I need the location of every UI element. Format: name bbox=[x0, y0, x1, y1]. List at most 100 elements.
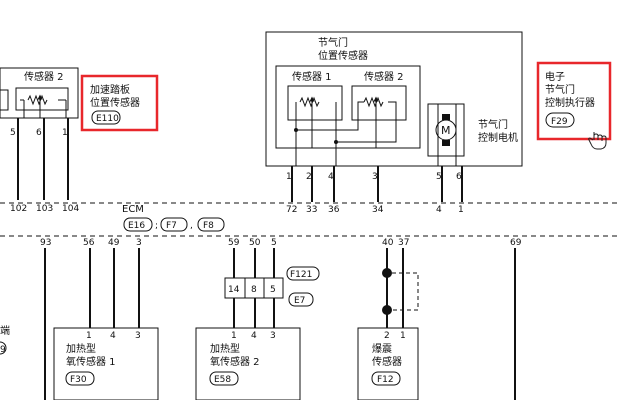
knock-pin-1: 2 bbox=[384, 331, 390, 341]
ecm-conn-badge-3 bbox=[197, 217, 225, 232]
motor-label-line1: 节气门 bbox=[478, 118, 508, 131]
accelerator-name-line1: 加速踏板 bbox=[90, 83, 130, 96]
accel-ecm-pin-3: 104 bbox=[62, 204, 79, 214]
o2-sensor1-box bbox=[53, 327, 159, 400]
ecm-label-group: ECM E16 ; F7 , F8 bbox=[122, 204, 225, 232]
knock-sensor: 2 1 爆震 传感器 F12 bbox=[357, 327, 419, 400]
throttle-sensor1-label: 传感器 1 bbox=[292, 70, 332, 83]
motor-pin-1: 5 bbox=[436, 172, 442, 182]
knock-shield-dashed bbox=[392, 272, 419, 311]
throttle-ecm-pin-3: 36 bbox=[328, 205, 340, 215]
throttle-title-line1: 节气门 bbox=[318, 36, 348, 49]
throttle-pot1-resistor bbox=[299, 96, 320, 108]
knock-sensor-box bbox=[357, 327, 419, 400]
o2s1-code-badge bbox=[65, 371, 95, 386]
knock-pin-2: 1 bbox=[400, 331, 406, 341]
actuator-highlight: 电子 节气门 控制执行器 F29 bbox=[536, 61, 612, 141]
ecm-bottom-pins: 93 56 49 3 59 50 5 40 37 69 bbox=[40, 238, 522, 248]
junction-badge-1 bbox=[286, 266, 320, 281]
hand-cursor-icon bbox=[588, 132, 607, 150]
ecm-pin-59: 59 bbox=[228, 238, 240, 248]
ecm-connector-1: E16 bbox=[128, 221, 145, 231]
ecm-pin-69: 69 bbox=[510, 238, 522, 248]
motor-ecm-pin-1: 4 bbox=[436, 205, 442, 215]
accelerator-sensor-label: 传感器 2 bbox=[24, 70, 64, 83]
actuator-line1: 电子 bbox=[545, 70, 565, 83]
throttle-ecm-pin-4: 34 bbox=[372, 205, 384, 215]
motor-pin-2: 6 bbox=[456, 172, 462, 182]
o2s1-line1: 加热型 bbox=[66, 342, 96, 355]
knock-sensor-shield bbox=[382, 268, 419, 315]
throttle-motor-box bbox=[427, 103, 465, 157]
o2s1-pin-2: 4 bbox=[110, 331, 116, 341]
ecm-pin-93: 93 bbox=[40, 238, 51, 248]
accel-pin-2: 6 bbox=[36, 128, 42, 138]
junction-connector-box bbox=[224, 277, 284, 299]
o2s1-code: F30 bbox=[70, 375, 87, 385]
accelerator-name-line2: 位置传感器 bbox=[90, 96, 140, 109]
accel-ecm-pin-2: 103 bbox=[36, 204, 53, 214]
actuator-code: F29 bbox=[551, 117, 568, 127]
throttle-body: 节气门 位置传感器 传感器 1 传感器 2 M 节气门 控制电机 1 2 4 3 bbox=[265, 31, 523, 215]
accelerator-highlight: 加速踏板 位置传感器 E110 bbox=[80, 74, 159, 132]
o2s1-pin-1: 1 bbox=[86, 331, 92, 341]
o2s1-line2: 氧传感器 1 bbox=[66, 355, 116, 368]
accel-ecm-pin-1: 102 bbox=[10, 204, 27, 214]
ecm-separator-2: , bbox=[190, 221, 193, 231]
ecm-pin-3: 3 bbox=[136, 238, 142, 248]
throttle-pot1-box bbox=[287, 85, 343, 121]
junction-connector-2: E7 bbox=[294, 296, 305, 306]
left-edge-fragment: 端 bbox=[0, 324, 10, 337]
ecm-conn-badge-1 bbox=[123, 217, 153, 232]
junction-badge-2 bbox=[288, 292, 314, 307]
o2s1-pin-3: 3 bbox=[135, 331, 141, 341]
actuator-line3: 控制执行器 bbox=[545, 96, 595, 109]
motor-symbol: M bbox=[441, 124, 451, 137]
actuator-line2: 节气门 bbox=[545, 83, 575, 96]
knock-code-badge bbox=[371, 371, 401, 386]
throttle-sensor2-label: 传感器 2 bbox=[364, 70, 404, 83]
throttle-pot2-box bbox=[351, 85, 407, 121]
junction-connector-1: F121 bbox=[290, 270, 312, 280]
ecm-pin-56: 56 bbox=[83, 238, 95, 248]
motor-label-line2: 控制电机 bbox=[478, 131, 518, 144]
accel-pin-1: 5 bbox=[10, 128, 16, 138]
knock-line1: 爆震 bbox=[372, 343, 392, 355]
ecm-connector-2: F7 bbox=[166, 221, 177, 231]
ecm-connector-3: F8 bbox=[203, 221, 214, 231]
throttle-pot2-resistor bbox=[363, 96, 384, 108]
actuator-code-badge bbox=[545, 112, 575, 128]
throttle-ecm-pin-1: 72 bbox=[286, 205, 297, 215]
throttle-pin-1: 1 bbox=[286, 172, 292, 182]
junction-pin-8: 8 bbox=[251, 285, 257, 295]
accelerator-code: E110 bbox=[96, 114, 119, 124]
actuator-red-frame bbox=[536, 61, 612, 141]
ecm-pin-37: 37 bbox=[398, 238, 409, 248]
o2s2-line2: 氧传感器 2 bbox=[210, 355, 260, 368]
ecm-pin-5: 5 bbox=[271, 238, 277, 248]
accelerator-pedal-sensor: 传感器 2 5 6 1 102 103 104 bbox=[0, 67, 79, 214]
ecm-pin-40: 40 bbox=[382, 238, 394, 248]
throttle-title-line2: 位置传感器 bbox=[318, 49, 368, 62]
o2s2-code-badge bbox=[209, 371, 239, 386]
ecm-conn-badge-2 bbox=[160, 217, 188, 232]
o2-sensor2-box bbox=[195, 327, 301, 400]
motor-ecm-pin-2: 1 bbox=[458, 205, 464, 215]
left-edge-badge-fragment bbox=[0, 341, 7, 355]
ecm-label: ECM bbox=[122, 204, 144, 215]
accelerator-red-frame bbox=[80, 74, 159, 132]
junction-pin-5: 5 bbox=[270, 285, 276, 295]
o2s2-line1: 加热型 bbox=[210, 342, 240, 355]
knock-line2: 传感器 bbox=[372, 355, 402, 368]
ecm-pin-49: 49 bbox=[108, 238, 120, 248]
accelerator-potentiometer-box bbox=[15, 87, 69, 111]
ecm-pin-50: 50 bbox=[249, 238, 261, 248]
throttle-sensor-box bbox=[275, 65, 421, 149]
o2s2-pin-2: 4 bbox=[251, 331, 257, 341]
throttle-ecm-pin-2: 33 bbox=[306, 205, 317, 215]
accelerator-resistor bbox=[27, 94, 48, 106]
left-edge-code-fragment: 9 bbox=[0, 345, 6, 355]
o2s2-pin-1: 1 bbox=[231, 331, 237, 341]
junction-pin-14: 14 bbox=[228, 285, 240, 295]
